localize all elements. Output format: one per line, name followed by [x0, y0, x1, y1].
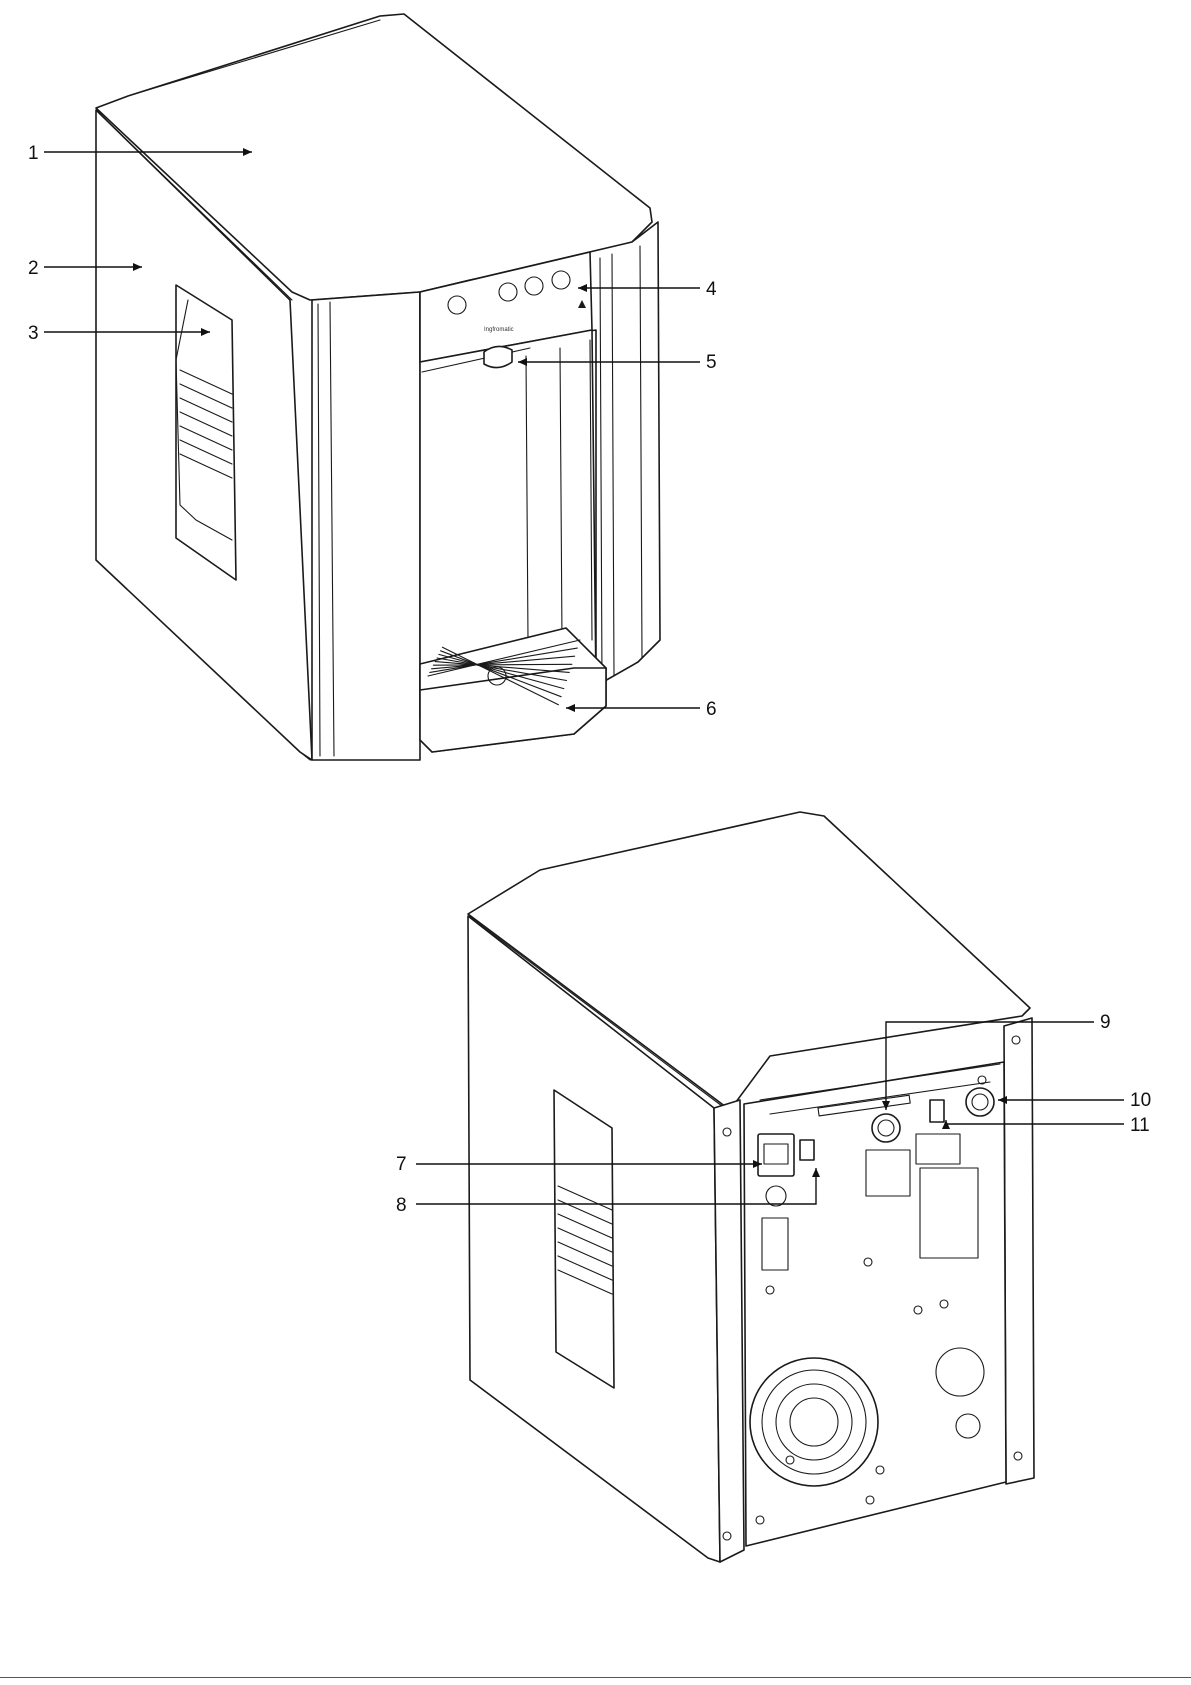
callout-label-8: 8	[396, 1195, 407, 1216]
front-view-dispenser: Ingfromatic	[96, 14, 660, 760]
callout-label-6: 6	[706, 699, 717, 720]
callout-label-4: 4	[706, 279, 717, 300]
callout-label-1: 1	[28, 143, 39, 164]
callout-label-10: 10	[1130, 1090, 1151, 1111]
brand-mark: Ingfromatic	[484, 327, 514, 333]
callout-label-2: 2	[28, 258, 39, 279]
rear-view-dispenser	[468, 812, 1034, 1562]
power-switch	[800, 1140, 814, 1160]
water-outlet	[966, 1088, 994, 1116]
rear-left-post	[714, 1100, 744, 1562]
water-inlet	[872, 1114, 900, 1142]
page-bottom-rule	[0, 1677, 1191, 1678]
front-body	[312, 292, 420, 760]
co2-switch	[930, 1100, 944, 1122]
callout-label-9: 9	[1100, 1012, 1111, 1033]
callout-label-3: 3	[28, 323, 39, 344]
callout-label-5: 5	[706, 352, 717, 373]
side-vent	[176, 285, 236, 580]
cooling-fan	[750, 1358, 878, 1486]
dispensing-nozzle	[484, 346, 512, 367]
rear-right-post	[1004, 1018, 1034, 1484]
callout-label-7: 7	[396, 1154, 407, 1175]
rear-side-vent	[554, 1090, 614, 1388]
callout-label-11: 11	[1130, 1115, 1150, 1136]
